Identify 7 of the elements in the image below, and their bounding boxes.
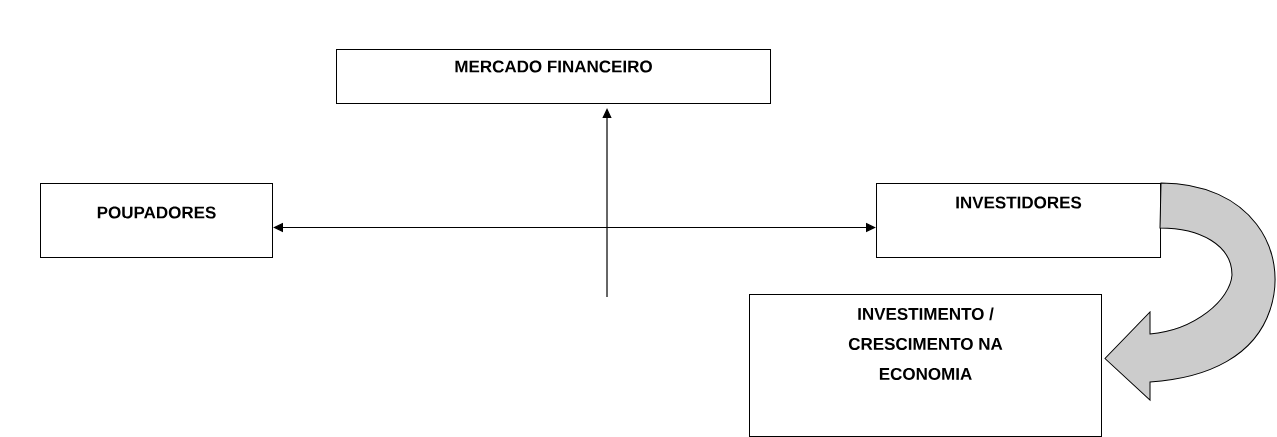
arrow [273, 222, 876, 233]
arrow [602, 108, 612, 298]
process-box: POUPADORES [40, 183, 273, 258]
arrow [1104, 182, 1276, 401]
process-box: MERCADO FINANCEIRO [336, 49, 771, 104]
process-box: INVESTIMENTO / CRESCIMENTO NA ECONOMIA [749, 294, 1102, 437]
process-box: INVESTIDORES [876, 183, 1161, 258]
